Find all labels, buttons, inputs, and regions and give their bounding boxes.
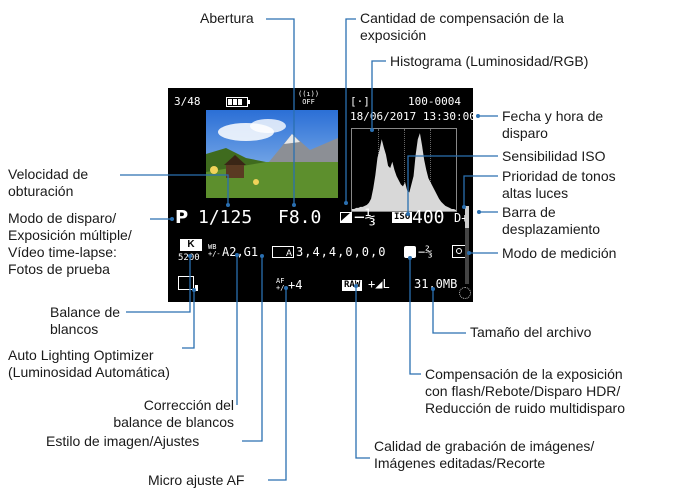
label-histograma: Histograma (Luminosidad/RGB) [390,53,589,69]
flash-comp-icon [404,246,416,258]
iso-badge: ISO [392,212,413,223]
shutter-speed: 1/125 [198,207,253,228]
af-micro-icon: AF +/- [276,277,289,292]
label-compensacion: Cantidad de compensación de la exposició… [360,10,564,43]
af-micro-value: +4 [288,278,303,292]
picture-style-settings: 3,4,4,0,0,0 [296,245,387,259]
exposure-comp-amount: −⅓ [354,207,376,228]
label-abertura: Abertura [200,10,254,26]
wifi-off-icon: ((ı)) OFF [298,90,320,106]
label-medicion: Modo de medición [502,245,617,261]
label-fecha: Fecha y hora de disparo [502,108,604,141]
metering-area-icon: [·] [350,95,370,108]
highlight-tone-priority: D+ [454,211,469,225]
label-iso: Sensibilidad ISO [502,148,606,164]
shooting-mode: P [175,207,189,228]
wb-shift-icon: WB +/- [208,243,221,258]
wb-color-temp: 5200 [178,253,200,263]
image-counter: 3/48 [174,95,201,108]
folder-file-number: 100-0004 [408,95,461,108]
raw-badge: RAW [342,280,363,291]
date-time: 18/06/2017 13:30:00 [350,110,476,123]
label-modo-disparo: Modo de disparo/ Exposición múltiple/ Ví… [8,210,132,277]
wb-shift-value: A2,G1 [222,245,259,259]
histogram [351,128,457,212]
iso-value: 400 [412,207,445,228]
scroll-thumb[interactable] [465,206,469,228]
scroll-bar[interactable] [465,206,469,284]
image-quality: +◢L [368,277,390,291]
flash-comp-value: −⅔ [418,245,433,259]
file-size: 31.0MB [414,277,458,291]
histogram-graph [352,133,456,211]
exposure-comp-icon [340,212,352,223]
histogram-area [352,133,456,211]
label-tamano: Tamaño del archivo [470,324,592,340]
label-prioridad: Prioridad de tonos altas luces [502,168,616,201]
label-flash: Compensación de la exposición con flash/… [425,366,625,416]
label-calidad: Calidad de grabación de imágenes/ Imágen… [374,438,595,471]
wb-mode-icon: K [180,239,202,251]
battery-icon [226,97,250,107]
auto-lighting-optimizer-icon [178,276,198,291]
scroll-dots-icon [459,287,471,299]
aperture-value: F8.0 [278,207,322,228]
picture-style-icon: A [272,246,294,258]
label-estilo: Estilo de imagen/Ajustes [46,433,200,449]
label-barra: Barra de desplazamiento [502,204,601,237]
label-correccion: Corrección del balance de blancos [113,397,234,430]
camera-screen: 3/48 ((ı)) OFF [·] 100-0004 18/06/2017 1… [168,88,476,302]
label-alo: Auto Lighting Optimizer (Luminosidad Aut… [8,347,170,380]
label-velocidad: Velocidad de obturación [8,166,89,199]
label-micro: Micro ajuste AF [148,472,245,488]
label-balance: Balance de blancos [50,304,121,337]
